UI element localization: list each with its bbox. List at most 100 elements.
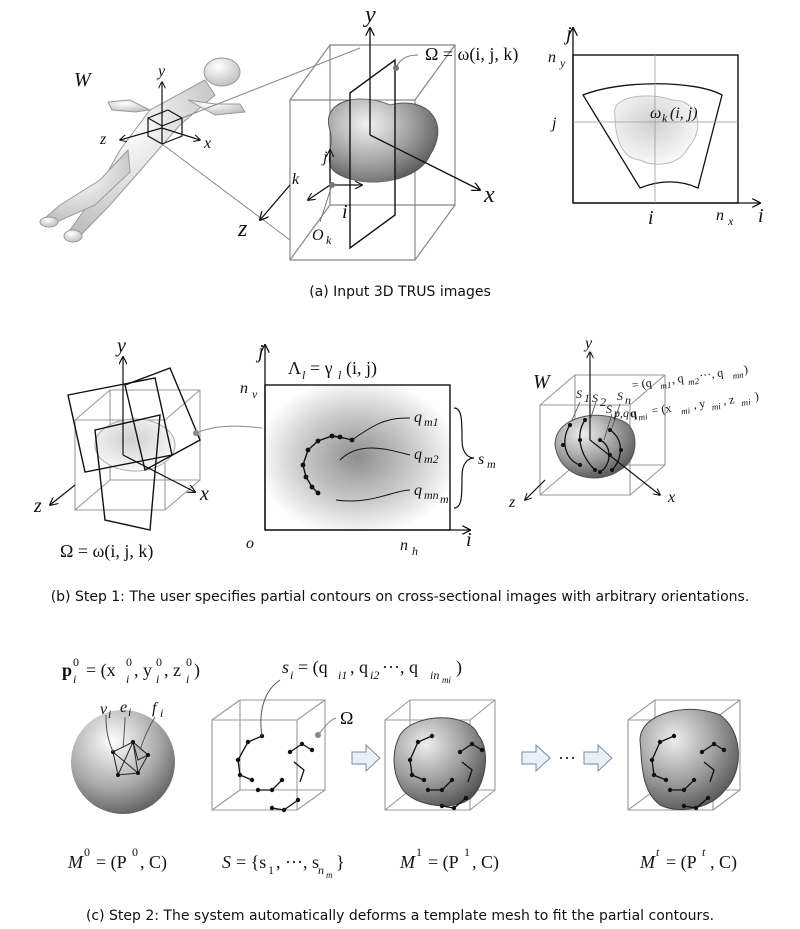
vertex-eq-lhs: p [62,660,72,680]
template-sphere [71,710,175,814]
contour-spq-sub: p,q [613,406,629,420]
panel-b: y z x Ω = ω(i, j, k) j i o n v n h Λ l =… [33,335,760,562]
formula-S-sub1: 1 [268,863,274,877]
mesh-label-v: v [100,701,108,718]
formula-M1-rhs: = (P [428,852,459,873]
formula-M0-sup: 0 [84,845,90,859]
point-eq-p4: mi [741,397,752,408]
contours-box-lines [237,735,313,811]
body-axes [120,82,200,140]
image-axis-i: i [466,529,472,551]
origin-sub: k [326,233,332,247]
slice-eq-args: (i, j) [670,105,698,122]
vertex-eq-p4: 0 [156,655,162,669]
contour-label-leaders [571,401,621,441]
step-arrow-2 [521,743,551,773]
contour-eq-c: s [282,657,289,677]
contour-eq-c-p6: ) [456,657,462,678]
formula-M0-rhs-sup: 0 [132,845,138,859]
deformed-mesh-t [639,708,739,811]
point-eq-p1: , y [692,396,706,412]
prostate-volume [327,98,439,183]
image-nv: n [240,380,248,397]
formula-M1-rhs-sup: 1 [464,845,470,859]
slice-axes [573,28,760,203]
point-eq-sub: mi [638,411,649,422]
image-axis-j: j [255,341,264,363]
point-q1-sub: m1 [424,415,439,429]
formula-Mt-tail: , C) [710,852,737,873]
contour-eq-leader [260,679,281,737]
volume-axis-j: j [321,149,328,166]
point-q2: q [414,446,422,463]
formula-S-lhs: S [222,852,231,872]
vertex-eq-p7: 0 [186,655,192,669]
vertex-eq-sub: i [73,672,76,686]
volume-axis-x: x [483,182,495,208]
caption-a: (a) Input 3D TRUS images [309,284,491,300]
slice-plane [349,58,396,250]
slice-nx-sub: x [727,214,734,228]
contour-eq-tail: , q [671,371,685,387]
mesh-label-e-sub: i [128,705,131,719]
contours-box [211,699,326,811]
point-eq-rhs: = (x [651,401,673,418]
formula-Mt-sup: t [656,845,660,859]
slice-axis-i: i [758,205,764,227]
contour-sub: m [487,457,496,471]
image-axis-o: o [246,535,254,552]
contour-spq: S [606,402,612,416]
contour-s2: S [592,391,598,405]
point-eq-p0: mi [680,405,691,416]
left-axis-z: z [33,495,42,517]
prostate-slice [614,95,699,165]
step-arrow-3 [583,743,613,773]
point-q1: q [414,409,422,426]
image-eq-args: (i, j) [346,358,377,379]
contour-s2-sub: 2 [600,395,606,409]
world-axis-z: z [508,494,516,511]
contour-eq-c-p0: i1 [338,668,347,682]
omega-label: Ω [340,708,353,728]
step-arrow-1 [351,743,381,773]
left-axis-y: y [115,335,126,357]
contour-eq-c-p3: ···, q [382,657,418,677]
point-q2-sub: m2 [424,452,439,466]
contour-label: s [478,451,484,468]
formula-S-subsub: m [326,870,333,880]
point-q3-sub: mn [424,488,439,502]
image-axes [265,345,470,530]
volume-eq-leader [395,54,419,69]
image-eq: Λ [288,358,301,378]
volume-axis-y: y [363,2,376,28]
world-axis-x: x [667,489,675,506]
contour-eq-close: ) [743,362,749,376]
world-axes [525,352,660,500]
formula-Mt-lhs: M [639,852,656,872]
vertex-eq-p2: , y [134,660,152,680]
slice-axis-j: j [563,23,572,45]
contour-brace [453,407,475,509]
contour-eq-sub1: m1 [660,380,672,391]
origin-label: O [312,227,324,244]
slice-eq: ω [650,105,661,122]
left-axes [50,357,195,505]
caption-c: (c) Step 2: The system automatically def… [85,908,715,924]
deformed-box-t-points [649,733,727,811]
slice-nx: n [716,207,724,224]
contour-sn: S [617,389,623,403]
mesh-label-leaders [105,714,156,753]
caption-b: (b) Step 1: The user specifies partial c… [50,589,750,605]
vertex-eq-p3: i [156,672,159,686]
mesh-label-e: e [120,699,127,716]
mesh-label-v-sub: i [108,707,111,721]
slice-j-tick: j [550,115,557,132]
point-leaders [335,417,411,502]
slice-ny: n [548,49,556,66]
formula-Mt-rhs: = (P [666,852,697,873]
formula-M0-lhs: M [67,852,84,872]
human-body-figure [39,57,246,243]
point-eq: q [629,406,638,421]
vertex-eq-p5: , z [164,660,181,680]
